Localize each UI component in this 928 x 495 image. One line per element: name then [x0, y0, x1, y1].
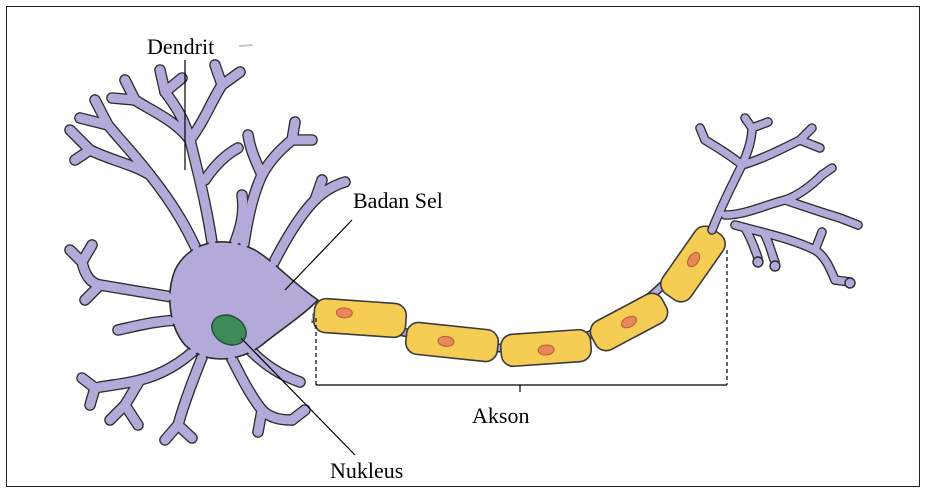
neuron-shape [70, 65, 345, 440]
label-nucleus: Nukleus [330, 458, 403, 484]
stray-mark [240, 45, 252, 46]
label-axon: Akson [472, 403, 529, 429]
myelin-sheath [405, 321, 500, 362]
axon-terminal [700, 118, 858, 282]
label-cell-body: Badan Sel [353, 188, 443, 214]
myelin-sheath [500, 329, 592, 367]
myelin-sheath [656, 221, 730, 306]
myelin-sheaths [313, 221, 730, 367]
label-dendrite: Dendrit [147, 34, 214, 60]
myelin-sheath [313, 298, 407, 338]
myelin-sheath [586, 289, 672, 355]
